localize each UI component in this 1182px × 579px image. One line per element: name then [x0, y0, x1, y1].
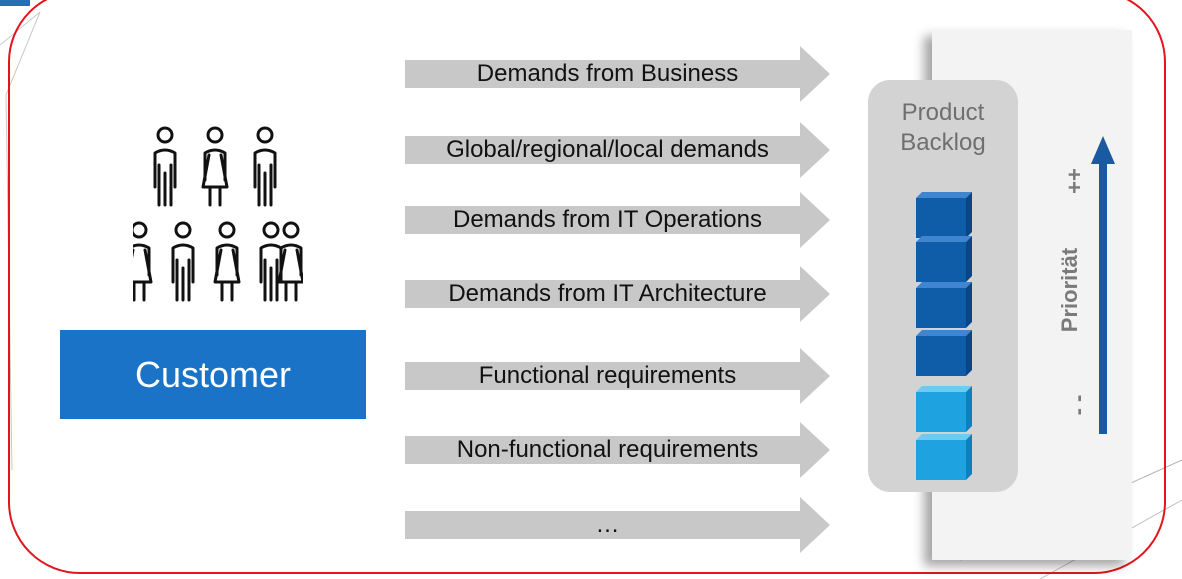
backlog-item: [916, 192, 972, 238]
arrow-shape: [405, 122, 830, 178]
arrow-label: Demands from IT Operations: [452, 206, 762, 233]
demand-arrow: Functional requirements: [405, 348, 830, 404]
arrow-label: …: [595, 511, 620, 538]
demand-arrow: Demands from IT Operations: [405, 192, 830, 248]
priority-high-label: ++: [1061, 168, 1087, 194]
backlog-item: [916, 386, 972, 432]
arrow-label: Global/regional/local demands: [446, 136, 769, 163]
customers-group-icon: [133, 126, 303, 302]
arrow-shape: [405, 348, 830, 404]
customer-label: Customer: [134, 353, 292, 395]
priority-arrow-icon: [1091, 136, 1115, 434]
demand-arrow: Non-functional requirements: [405, 422, 830, 478]
demand-arrow: …: [405, 497, 830, 553]
backlog-title: Product Backlog: [868, 98, 1018, 158]
arrow-shape: [405, 422, 830, 478]
demand-arrow: Demands from IT Architecture: [405, 266, 830, 322]
product-backlog-panel: Product Backlog: [868, 80, 1018, 492]
demand-arrow: Global/regional/local demands: [405, 122, 830, 178]
arrow-shape: [405, 46, 830, 102]
arrow-shape: [405, 497, 830, 553]
highlight-frame: [8, 0, 1166, 574]
backlog-item: [916, 434, 972, 480]
arrow-shape: [405, 266, 830, 322]
customer-box: Customer: [60, 330, 366, 419]
backlog-item: [916, 330, 972, 376]
demand-arrow: Demands from Business: [405, 46, 830, 102]
priority-label: Priorität: [1057, 247, 1082, 333]
arrow-label: Functional requirements: [478, 362, 737, 389]
arrow-label: Demands from Business: [476, 60, 739, 87]
backlog-item: [916, 236, 972, 282]
arrow-label: Non-functional requirements: [456, 436, 759, 463]
arrow-label: Demands from IT Architecture: [448, 280, 767, 307]
backlog-title-line1: Product: [901, 99, 985, 126]
backlog-item: [916, 282, 972, 328]
backlog-title-line2: Backlog: [900, 129, 986, 156]
arrow-shape: [405, 192, 830, 248]
